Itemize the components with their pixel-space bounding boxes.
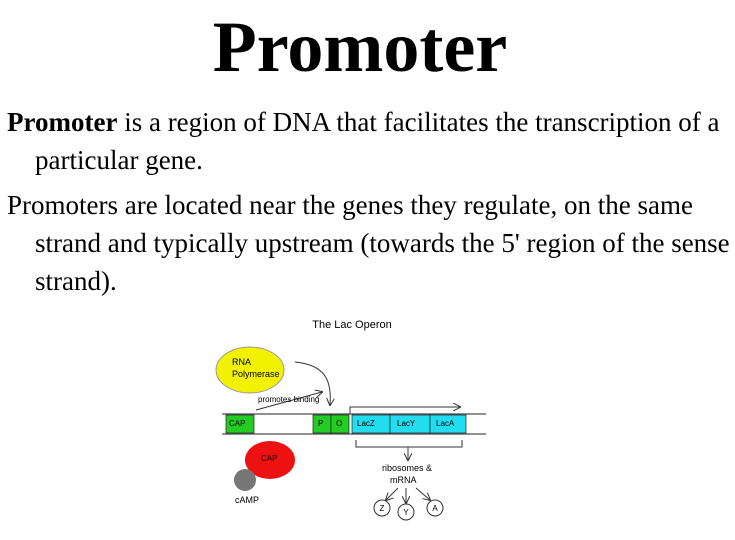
rna-polymerase-label-line2: Polymerase (232, 369, 280, 379)
laca-segment (429, 414, 467, 434)
lacy-label: LacY (397, 419, 416, 428)
protein-y-label: Y (403, 508, 409, 517)
lacz-label: LacZ (357, 419, 375, 428)
cap-site-segment (225, 414, 255, 434)
ribosomes-label-line1: ribosomes & (382, 463, 432, 473)
promotes-binding-arrow (255, 392, 322, 411)
rna-polymerase-shape (215, 346, 285, 394)
binding-arrow (294, 361, 330, 405)
definition-text: is a region of DNA that facilitates the … (35, 107, 720, 175)
protein-a (426, 499, 444, 517)
arrow-to-z (386, 487, 399, 500)
protein-z (373, 499, 391, 517)
svg-text:RNA Polymerase: RNA Polymerase (232, 357, 280, 379)
camp-label: cAMP (235, 495, 259, 505)
cap-protein-shape (245, 441, 295, 479)
ribosomes-label-line2: mRNA (390, 475, 417, 485)
promoter-term: Promoter (7, 107, 118, 137)
cap-site-label: CAP (229, 419, 245, 428)
promotes-binding-label: promotes binding (258, 395, 319, 404)
diagram-title: The Lac Operon (312, 319, 392, 331)
rna-polymerase-label-line1: RNA (232, 357, 251, 367)
camp-molecule (234, 469, 256, 491)
operator-label: O (336, 419, 342, 428)
location-paragraph: Promoters are located near the genes the… (7, 190, 730, 296)
protein-z-label: Z (380, 504, 385, 513)
transcription-arrow (349, 407, 460, 414)
protein-a-label: A (432, 504, 438, 513)
promoter-label: P (318, 419, 323, 428)
ribosome-bracket (355, 440, 463, 448)
lac-operon-diagram: The Lac Operon RNA Polymerase promotes b… (215, 319, 486, 521)
arrow-to-a (415, 487, 430, 500)
laca-label: LacA (436, 419, 455, 428)
operator-segment (330, 414, 350, 434)
slide-title: Promoter (212, 7, 508, 87)
definition-paragraph: Promoter is a region of DNA that facilit… (7, 103, 735, 179)
protein-y (397, 503, 415, 521)
svg-text:ribosomes & mRNA: ribosomes & mRNA (382, 463, 435, 485)
cap-protein-label: CAP (261, 454, 277, 463)
